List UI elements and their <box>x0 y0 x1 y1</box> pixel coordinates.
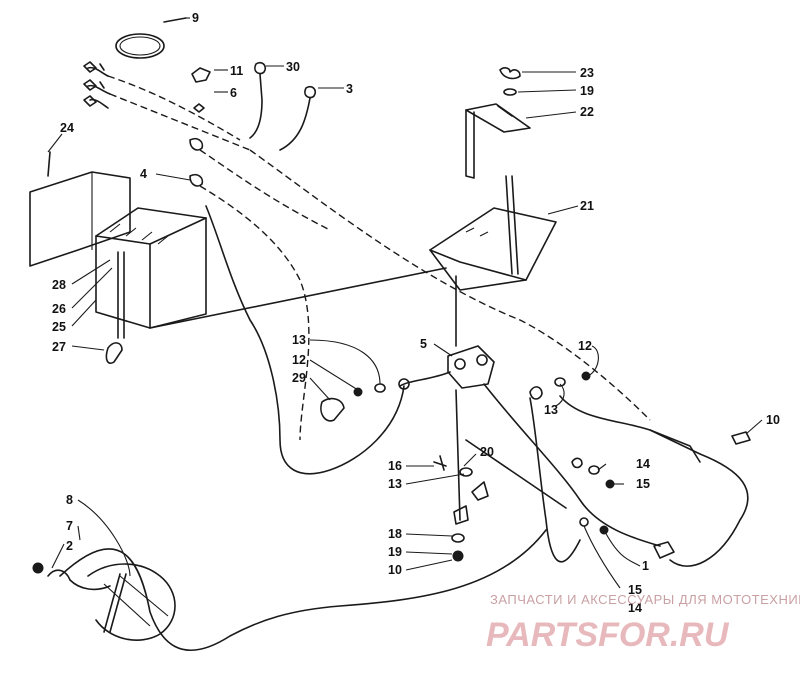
harness-dashed <box>249 149 651 421</box>
callout-28: 28 <box>52 278 66 292</box>
battery-bracket <box>429 175 557 291</box>
callout-15-upper: 15 <box>636 477 650 491</box>
callout-10-lower: 10 <box>388 563 402 577</box>
battery-cables <box>83 61 251 151</box>
callout-9: 9 <box>192 11 199 25</box>
hardware-12-13-right <box>529 371 591 400</box>
callout-11: 11 <box>230 64 243 78</box>
callout-15-lower: 15 <box>628 583 642 597</box>
callout-30: 30 <box>286 60 300 74</box>
callout-22: 22 <box>580 105 594 119</box>
callout-26: 26 <box>52 302 66 316</box>
connector-10 <box>649 429 751 463</box>
lever-assembly <box>433 389 567 562</box>
callout-23: 23 <box>580 66 594 80</box>
callout-labels: 9 11 30 6 3 23 19 22 24 4 21 28 26 25 27… <box>52 11 780 615</box>
watermark-tagline: ЗАПЧАСТИ И АКСЕССУАРЫ ДЛЯ МОТОТЕХНИКИ <box>490 592 800 607</box>
callout-20: 20 <box>480 445 494 459</box>
battery-cover <box>29 151 131 267</box>
wing-nut <box>499 67 521 96</box>
callout-12-right: 12 <box>578 339 592 353</box>
callout-13-lower: 13 <box>388 477 402 491</box>
callout-24: 24 <box>60 121 74 135</box>
callout-10-right: 10 <box>766 413 780 427</box>
starter-motor <box>32 529 547 652</box>
callout-13-left: 13 <box>292 333 306 347</box>
callout-2: 2 <box>66 539 73 553</box>
cable-right-loop <box>559 395 749 567</box>
leader-lines <box>47 17 763 589</box>
terminal-parts-top <box>189 61 331 441</box>
starter-solenoid <box>447 275 495 389</box>
callout-27: 27 <box>52 340 66 354</box>
callout-19-lower: 19 <box>388 545 402 559</box>
battery-strap <box>149 267 447 329</box>
callout-3: 3 <box>346 82 353 96</box>
callout-1: 1 <box>642 559 649 573</box>
battery <box>95 207 207 364</box>
callout-8: 8 <box>66 493 73 507</box>
callout-14-lower: 14 <box>628 601 642 615</box>
callout-19-top: 19 <box>580 84 594 98</box>
callout-6: 6 <box>230 86 237 100</box>
callout-25: 25 <box>52 320 66 334</box>
callout-18: 18 <box>388 527 402 541</box>
callout-13-right: 13 <box>544 403 558 417</box>
callout-4: 4 <box>140 167 147 181</box>
terminal-boot-29 <box>320 378 410 422</box>
main-cable-loop <box>205 205 405 475</box>
solenoid-cable-left <box>399 371 451 387</box>
callout-7: 7 <box>66 519 73 533</box>
callout-5: 5 <box>420 337 427 351</box>
clamp-ring-part <box>115 17 187 59</box>
cable-down <box>529 397 581 563</box>
solenoid-cable-right <box>483 383 661 547</box>
callout-29: 29 <box>292 371 306 385</box>
connector-1 <box>653 541 675 559</box>
hold-down-bracket <box>465 103 531 179</box>
watermark: ЗАПЧАСТИ И АКСЕССУАРЫ ДЛЯ МОТОТЕХНИКИ PA… <box>486 592 800 654</box>
callout-21: 21 <box>580 199 594 213</box>
callout-14-upper: 14 <box>636 457 650 471</box>
callout-16: 16 <box>388 459 402 473</box>
watermark-logo-text: PARTSFOR.RU <box>486 616 730 654</box>
callout-12-left: 12 <box>292 353 306 367</box>
